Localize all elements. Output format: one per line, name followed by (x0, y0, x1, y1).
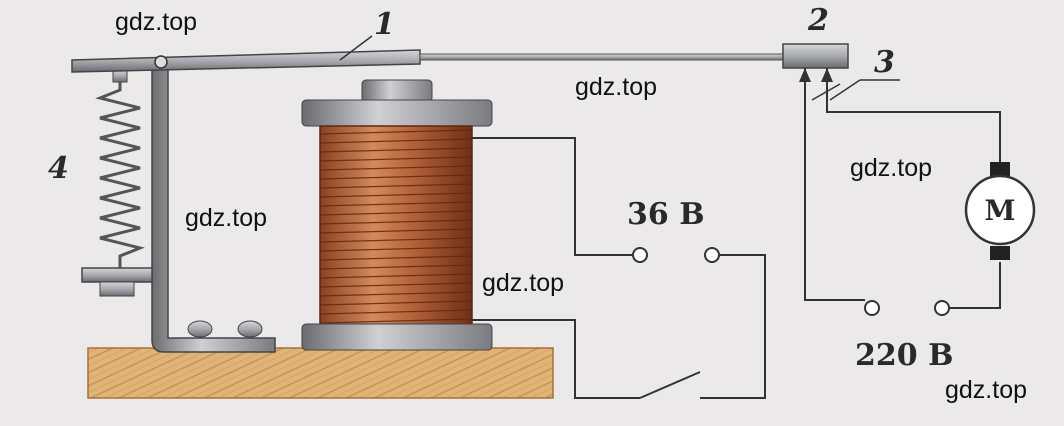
pivot (154, 55, 168, 69)
terminal-220v-left (864, 300, 880, 316)
contact-arrow-right (821, 68, 833, 82)
screw-2 (237, 320, 263, 338)
lever (71, 49, 421, 73)
core-top (361, 79, 433, 103)
motor-symbol: М (985, 194, 1016, 227)
spring (95, 80, 145, 268)
label-contact: 2 (807, 3, 829, 38)
l-bracket (151, 57, 276, 353)
label-contact-springs: 3 (874, 45, 895, 80)
switch-lever (639, 371, 701, 399)
watermark: gdz.top (115, 8, 197, 36)
wire-contact-left (804, 68, 865, 301)
spring-top-bolt (112, 69, 128, 83)
watermark: gdz.top (945, 376, 1027, 404)
wire-coil-to-36v (472, 137, 632, 256)
wooden-base (87, 347, 554, 399)
coil-top-flange (301, 99, 493, 127)
coil-windings (319, 129, 473, 324)
high-voltage-label: 220 В (855, 338, 953, 373)
leader-3c (811, 83, 841, 101)
watermark: gdz.top (185, 204, 267, 232)
watermark: gdz.top (482, 269, 564, 297)
motor-brush-top (990, 162, 1010, 176)
watermark: gdz.top (850, 154, 932, 182)
spring-nut (99, 281, 135, 297)
label-spring: 4 (48, 151, 69, 186)
terminal-36v-right (704, 247, 720, 263)
motor-circle (964, 174, 1036, 246)
terminal-36v-left (632, 247, 648, 263)
wire-switch-to-coil (472, 319, 640, 399)
wire-36v-right (700, 254, 766, 399)
spring-mount (81, 267, 153, 283)
lever-rod (419, 53, 786, 61)
leader-3 (829, 79, 861, 101)
contact-block (782, 43, 849, 69)
contact-arrow-left (799, 68, 811, 82)
wire-motor-to-220v (950, 262, 1001, 309)
watermark: gdz.top (575, 73, 657, 101)
coil-bottom-flange (301, 323, 493, 351)
motor-brush-bottom (990, 246, 1010, 260)
screw-1 (187, 320, 213, 338)
leader-1 (339, 35, 373, 61)
label-lever: 1 (374, 7, 395, 42)
low-voltage-label: 36 В (627, 197, 705, 232)
wire-contact-right (826, 68, 1001, 168)
terminal-220v-right (934, 300, 950, 316)
